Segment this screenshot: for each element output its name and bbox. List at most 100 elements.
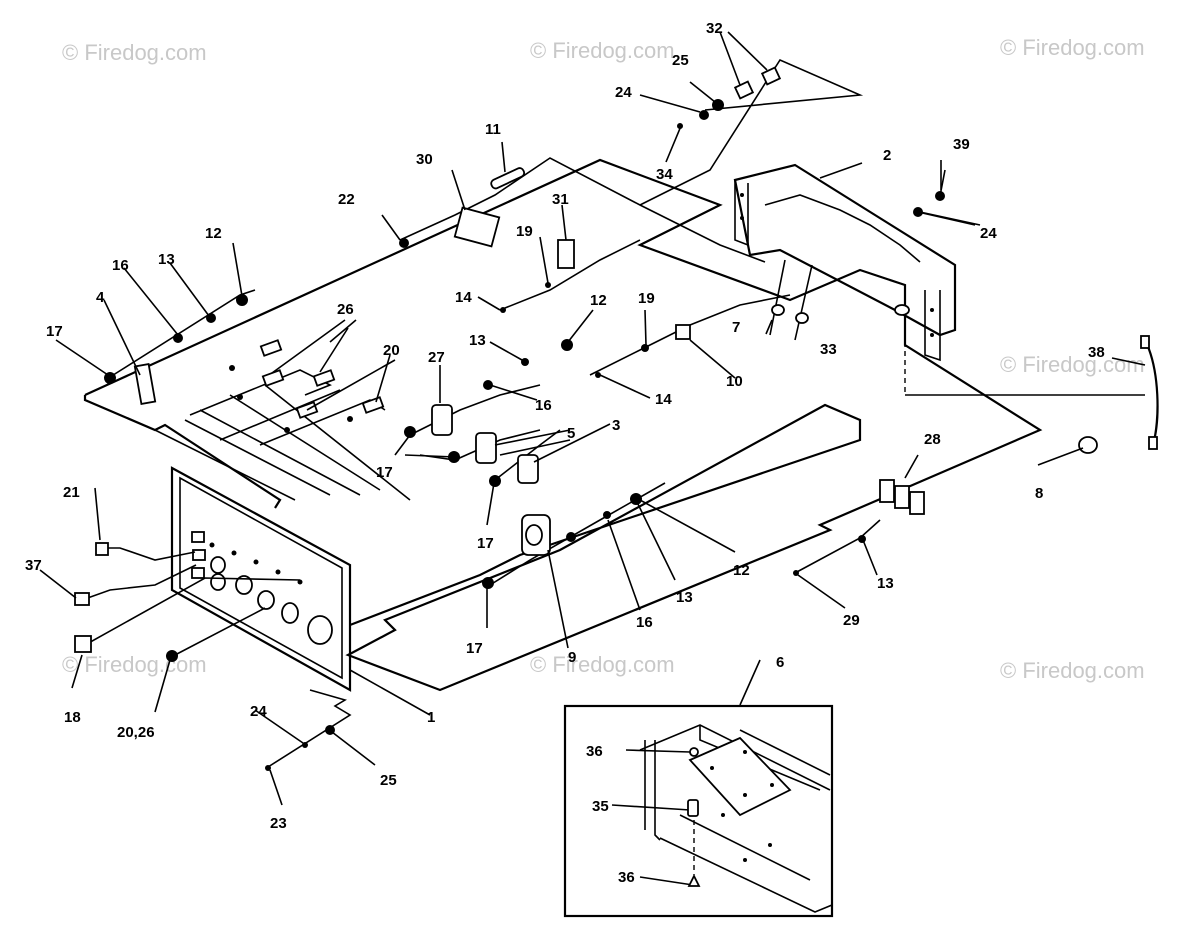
watermark: © Firedog.com	[62, 652, 207, 677]
callout-3: 3	[612, 417, 620, 434]
callout-labels: 1 2 3 4 5 6 7 8 9 10 11 12 12 12 13 13 1…	[25, 20, 1105, 886]
callout-20: 20	[383, 342, 400, 359]
callout-6: 6	[776, 654, 784, 671]
cable-clamp	[795, 312, 809, 324]
base-frame	[83, 158, 1043, 692]
panel-switch	[191, 531, 205, 543]
screw	[689, 747, 699, 757]
callout-16: 16	[535, 397, 552, 414]
callout-27: 27	[428, 349, 445, 366]
watermark: © Firedog.com	[1000, 35, 1145, 60]
callout-14: 14	[455, 289, 472, 306]
callout-26: 26	[337, 301, 354, 318]
watermark: © Firedog.com	[62, 40, 207, 65]
callout-18: 18	[64, 709, 81, 726]
callout-33: 33	[820, 341, 837, 358]
lower-wiring	[81, 482, 881, 768]
callout-2: 2	[883, 147, 891, 164]
callout-20-26: 20,26	[117, 724, 155, 741]
watermark: © Firedog.com	[530, 652, 675, 677]
panel-outlet-large	[307, 615, 333, 645]
callout-9: 9	[568, 649, 576, 666]
callout-19: 19	[516, 223, 533, 240]
plug	[95, 542, 109, 556]
connector	[261, 369, 285, 387]
panel-switch	[191, 567, 205, 579]
callout-22: 22	[338, 191, 355, 208]
watermark: © Firedog.com	[1000, 658, 1145, 683]
callout-17: 17	[477, 535, 494, 552]
plug	[74, 635, 92, 653]
callout-34: 34	[656, 166, 673, 183]
terminal-strip	[894, 485, 910, 509]
callout-25: 25	[380, 772, 397, 789]
panel-outlet	[235, 575, 253, 595]
callout-4: 4	[96, 289, 105, 306]
panel-outlet	[281, 602, 299, 624]
callout-24: 24	[615, 84, 632, 101]
connector	[361, 396, 385, 414]
housing-grommet	[894, 304, 910, 316]
callout-17: 17	[46, 323, 63, 340]
callout-10: 10	[726, 373, 743, 390]
watermark: © Firedog.com	[1000, 352, 1145, 377]
cable-clamp	[771, 304, 785, 316]
callout-12: 12	[733, 562, 750, 579]
callout-12: 12	[590, 292, 607, 309]
callout-36: 36	[586, 743, 603, 760]
callout-31: 31	[552, 191, 569, 208]
parts	[74, 66, 1159, 771]
callout-28: 28	[924, 431, 941, 448]
standoff	[687, 799, 699, 817]
callout-13: 13	[469, 332, 486, 349]
callout-37: 37	[25, 557, 42, 574]
panel-outlet	[257, 590, 275, 610]
callout-17: 17	[466, 640, 483, 657]
bushing	[675, 324, 691, 340]
callout-30: 30	[416, 151, 433, 168]
callout-35: 35	[592, 798, 609, 815]
connector	[312, 369, 336, 387]
callout-25: 25	[672, 52, 689, 69]
terminal-strip	[909, 491, 925, 515]
receptacle	[475, 432, 497, 464]
callout-13: 13	[877, 575, 894, 592]
screw	[687, 873, 701, 887]
receptacle	[431, 404, 453, 436]
grommet	[1078, 436, 1098, 454]
callout-38: 38	[1088, 344, 1105, 361]
callout-1: 1	[427, 709, 435, 726]
callout-19: 19	[638, 290, 655, 307]
inset-detail	[563, 704, 834, 918]
callout-14: 14	[655, 391, 672, 408]
terminal-strip	[879, 479, 895, 503]
front-panel	[170, 466, 352, 692]
ground-strap	[1144, 339, 1159, 446]
leader-lines	[39, 31, 1146, 886]
callout-11: 11	[485, 121, 501, 138]
plug	[74, 592, 90, 606]
panel-knob	[210, 556, 226, 574]
callout-29: 29	[843, 612, 860, 629]
callout-7: 7	[732, 319, 740, 336]
callout-13: 13	[676, 589, 693, 606]
callout-16: 16	[112, 257, 129, 274]
callout-39: 39	[953, 136, 970, 153]
bracket	[760, 66, 782, 86]
watermark-layer: © Firedog.com © Firedog.com © Firedog.co…	[62, 35, 1145, 683]
connector	[259, 339, 283, 357]
callout-8: 8	[1035, 485, 1043, 502]
watermark: © Firedog.com	[530, 38, 675, 63]
callout-5: 5	[567, 425, 575, 442]
bracket	[557, 239, 575, 269]
bracket	[733, 80, 755, 100]
callout-24: 24	[980, 225, 997, 242]
fuse-holder	[490, 167, 526, 190]
callout-21: 21	[63, 484, 80, 501]
panel-knob	[210, 573, 226, 591]
callout-12: 12	[205, 225, 222, 242]
receptacle	[517, 454, 539, 484]
callout-17: 17	[376, 464, 393, 481]
callout-23: 23	[270, 815, 287, 832]
